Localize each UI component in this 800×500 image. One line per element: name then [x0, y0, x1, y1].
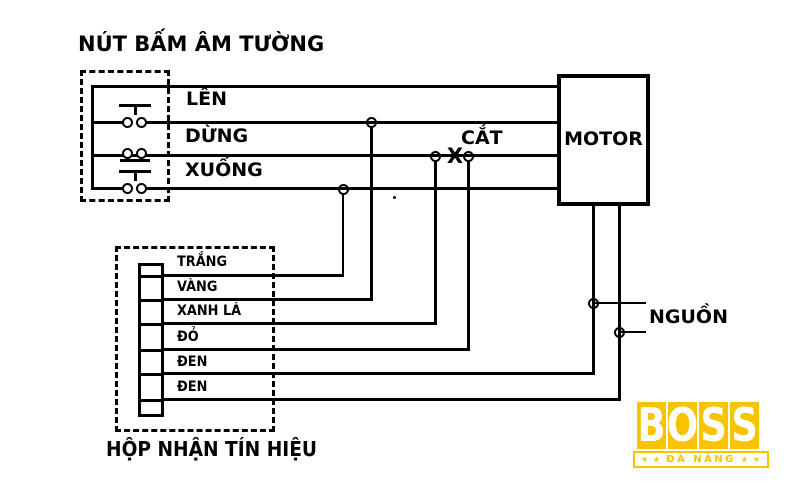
dung-button-closed-bar: [120, 159, 150, 162]
len-button-actuator-stem: [133, 104, 137, 115]
logo-tile: B: [637, 402, 666, 449]
star-icons-left: ★ ★: [640, 455, 662, 464]
len-label: LÊN: [186, 88, 227, 110]
power-label: NGUỒN: [649, 306, 728, 328]
receiver-caption: HỘP NHẬN TÍN HIỆU: [106, 437, 318, 461]
cut-label: CẮT: [461, 127, 503, 149]
boss-logo: B O S S ★ ★ ĐÀ NẴNG ★ ★: [633, 402, 769, 468]
xuong-label: XUỐNG: [185, 159, 263, 181]
xuong-junction-terminal: [337, 183, 349, 195]
motor-label: MOTOR: [564, 128, 643, 151]
common-wire: [91, 85, 557, 88]
dung-wire: [91, 154, 557, 157]
vang-riser: [369, 127, 373, 301]
wall-switch-title: NÚT BẤM ÂM TƯỜNG: [78, 32, 325, 56]
strip-divider: [138, 323, 164, 326]
wire-label-vang: VÀNG: [177, 279, 218, 295]
len-wire-left-segment: [91, 121, 125, 124]
len-junction-terminal: [365, 116, 377, 128]
xuong-button-actuator-stem: [133, 170, 137, 181]
wire-label-den-1: ĐEN: [177, 354, 208, 370]
do-wire: [161, 348, 469, 351]
wire-label-trang: TRẮNG: [177, 254, 228, 270]
xuong-wire-left-segment: [91, 187, 125, 190]
motor-box: MOTOR: [557, 74, 650, 206]
stray-dot: [393, 196, 396, 199]
strip-divider: [138, 373, 164, 376]
den-wire-1: [161, 372, 595, 375]
logo-letter: S: [731, 398, 758, 452]
do-riser: [466, 161, 470, 351]
dung-button-contact-left: [122, 147, 133, 159]
boss-logo-tiles: B O S S: [637, 402, 759, 449]
boss-logo-subtitle-strip: ★ ★ ĐÀ NẴNG ★ ★: [633, 451, 769, 468]
cut-x-mark: X: [446, 144, 464, 168]
switch-common-bus: [91, 85, 94, 190]
strip-divider: [138, 399, 164, 402]
logo-tile: O: [666, 398, 699, 452]
strip-divider: [138, 299, 164, 302]
dung-button-contact-right: [136, 147, 147, 159]
power-stub-1: [593, 302, 646, 304]
logo-tile: S: [699, 402, 728, 449]
cut-terminal-right: [462, 150, 474, 162]
wall-switch-dashed-box: [80, 70, 170, 202]
xuong-wire: [146, 187, 557, 190]
logo-letter: O: [666, 398, 699, 452]
motor-lead-1: [591, 206, 595, 375]
logo-subtitle: ĐÀ NẴNG: [666, 454, 736, 465]
logo-letter: B: [637, 398, 666, 452]
power-stub-2: [620, 331, 646, 333]
star-icons-right: ★ ★: [740, 455, 762, 464]
wire-label-xanh-la: XANH LÁ: [177, 303, 242, 319]
cut-terminal-left: [429, 150, 441, 162]
xuong-button-contact-left: [122, 182, 133, 194]
den-wire-2: [161, 398, 621, 401]
vang-wire: [161, 298, 373, 301]
xanh-la-riser: [433, 161, 437, 325]
wire-label-den-2: ĐEN: [177, 379, 208, 395]
len-wire: [146, 121, 557, 124]
len-button-contact-right: [136, 116, 147, 128]
power-terminal-1: [587, 297, 599, 309]
strip-divider: [138, 275, 164, 278]
wire-label-do: ĐỎ: [177, 329, 199, 345]
xanh-la-wire: [161, 322, 437, 325]
logo-letter: S: [700, 398, 727, 452]
logo-tile: S: [730, 402, 759, 449]
len-button-contact-left: [122, 116, 133, 128]
xuong-button-contact-right: [136, 182, 147, 194]
trang-wire: [161, 274, 344, 277]
trang-riser: [342, 194, 344, 276]
power-terminal-2: [614, 327, 625, 338]
strip-divider: [138, 349, 164, 352]
receiver-dashed-box: [115, 246, 275, 432]
receiver-terminal-strip: [138, 263, 164, 417]
dung-label: DỪNG: [185, 125, 249, 147]
